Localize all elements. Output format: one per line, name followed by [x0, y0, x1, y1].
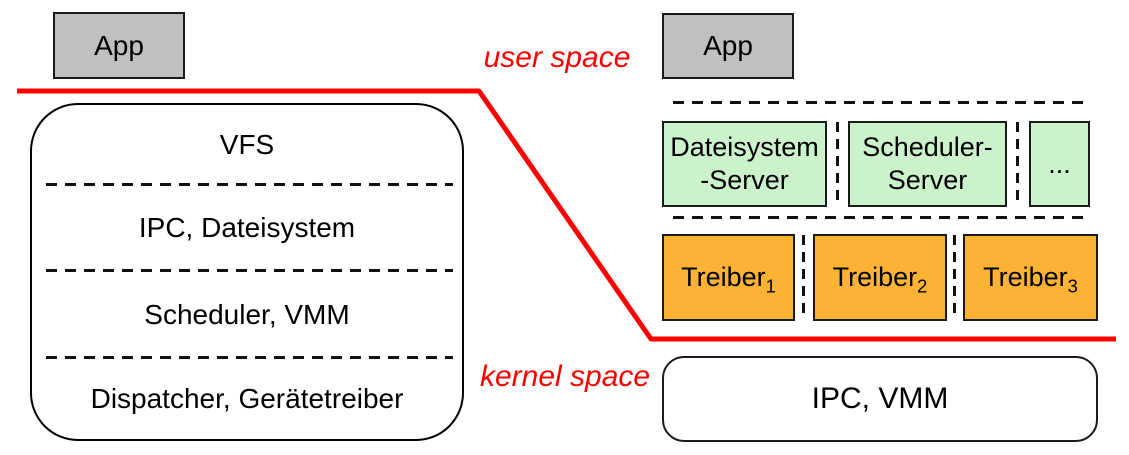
- server-box-more: ...: [1029, 121, 1090, 207]
- driver-separator-2: [953, 235, 956, 320]
- driver-separator-1: [802, 235, 805, 320]
- server-box-dateisystem: Dateisystem -Server: [662, 121, 827, 207]
- driver-3-subscript: 3: [1067, 275, 1078, 297]
- right-separator-top: [673, 101, 1088, 104]
- kernel-layer-dispatcher-geraetetreiber-label: Dispatcher, Gerätetreiber: [90, 383, 404, 414]
- kernel-layer-scheduler-vmm: Scheduler, VMM: [32, 272, 462, 357]
- kernel-layer-ipc-dateisystem: IPC, Dateisystem: [32, 186, 462, 270]
- server-box-scheduler: Scheduler- Server: [848, 121, 1007, 207]
- kernel-layer-dispatcher-geraetetreiber: Dispatcher, Gerätetreiber: [32, 359, 462, 439]
- monolithic-kernel-box: VFS IPC, Dateisystem Scheduler, VMM Disp…: [30, 103, 464, 441]
- layer-separator-2: [46, 269, 453, 272]
- kernel-layer-ipc-dateisystem-label: IPC, Dateisystem: [138, 212, 356, 243]
- server-separator-1: [836, 122, 839, 206]
- server-separator-2: [1016, 122, 1019, 206]
- server-dateisystem-line2: -Server: [700, 165, 789, 195]
- driver-2-subscript: 2: [917, 275, 928, 297]
- kernel-layer-vfs: VFS: [32, 105, 462, 184]
- kernel-layer-scheduler-vmm-label: Scheduler, VMM: [144, 298, 350, 330]
- driver-box-3: Treiber3: [963, 234, 1098, 321]
- left-app-box: App: [53, 12, 185, 79]
- driver-3-label: Treiber3: [983, 262, 1078, 297]
- layer-separator-1: [46, 183, 453, 186]
- server-scheduler-line1: Scheduler-: [862, 132, 993, 163]
- layer-separator-3: [46, 356, 453, 359]
- right-separator-middle: [673, 216, 1088, 219]
- right-app-box: App: [662, 13, 794, 79]
- driver-2-label: Treiber2: [832, 262, 928, 297]
- user-space-label: user space: [483, 41, 631, 74]
- microkernel-label: IPC, VMM: [811, 382, 949, 415]
- driver-box-1: Treiber1: [662, 234, 795, 321]
- driver-box-2: Treiber2: [813, 234, 947, 321]
- driver-1-label: Treiber1: [681, 262, 776, 297]
- left-app-label: App: [94, 29, 144, 61]
- kernel-space-label: kernel space: [480, 360, 651, 393]
- server-scheduler-line2: Server: [887, 165, 968, 195]
- server-dateisystem-line1: Dateisystem: [670, 132, 819, 163]
- microkernel-box: IPC, VMM: [662, 356, 1098, 442]
- server-more-line1: ...: [1048, 148, 1071, 179]
- kernel-layer-vfs-label: VFS: [219, 128, 275, 160]
- driver-1-subscript: 1: [765, 275, 776, 297]
- right-app-label: App: [703, 30, 753, 61]
